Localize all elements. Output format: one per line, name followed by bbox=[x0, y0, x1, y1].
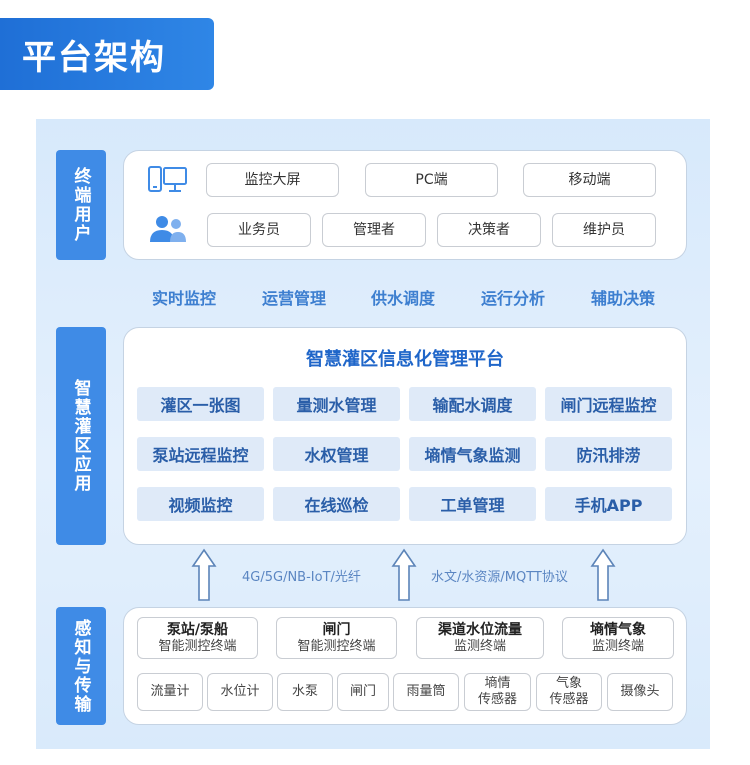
protocol-network: 4G/5G/NB-IoT/光纤 bbox=[242, 570, 361, 585]
device-flowmeter: 流量计 bbox=[137, 673, 203, 711]
device-rain-gauge: 雨量筒 bbox=[393, 673, 459, 711]
device-mobile: 移动端 bbox=[523, 163, 656, 197]
device-weather-sensor: 气象 传感器 bbox=[536, 673, 602, 711]
module-flood-drainage: 防汛排涝 bbox=[545, 437, 672, 471]
module-pump-station-monitoring: 泵站远程监控 bbox=[137, 437, 264, 471]
module-online-inspection: 在线巡检 bbox=[273, 487, 400, 521]
module-water-rights: 水权管理 bbox=[273, 437, 400, 471]
layer-label-application: 智慧灌区应用 bbox=[56, 327, 106, 545]
device-water-pump: 水泵 bbox=[277, 673, 333, 711]
role-manager: 管理者 bbox=[322, 213, 426, 247]
layer-label-terminal: 终端用户 bbox=[56, 150, 106, 260]
terminal-gate: 闸门 智能测控终端 bbox=[276, 617, 397, 659]
module-mobile-app: 手机APP bbox=[545, 487, 672, 521]
up-arrow-icon bbox=[191, 548, 217, 601]
capability-decision-support: 辅助决策 bbox=[591, 289, 656, 308]
device-soil-sensor: 墒情 传感器 bbox=[464, 673, 531, 711]
device-pc: PC端 bbox=[365, 163, 498, 197]
device-camera: 摄像头 bbox=[607, 673, 673, 711]
module-water-distribution: 输配水调度 bbox=[409, 387, 536, 421]
terminal-pump-station: 泵站/泵船 智能测控终端 bbox=[137, 617, 258, 659]
up-arrow-icon bbox=[391, 548, 417, 601]
protocol-data: 水文/水资源/MQTT协议 bbox=[431, 570, 568, 585]
module-work-orders: 工单管理 bbox=[409, 487, 536, 521]
capability-operation-management: 运营管理 bbox=[262, 289, 327, 308]
platform-title: 智慧灌区信息化管理平台 bbox=[306, 349, 504, 370]
devices-icon bbox=[148, 166, 187, 192]
capability-realtime-monitoring: 实时监控 bbox=[152, 289, 217, 308]
device-gate: 闸门 bbox=[337, 673, 389, 711]
page-title: 平台架构 bbox=[0, 18, 214, 90]
role-clerk: 业务员 bbox=[207, 213, 311, 247]
terminal-soil-weather: 墒情气象 监测终端 bbox=[562, 617, 674, 659]
terminal-channel-level-flow: 渠道水位流量 监测终端 bbox=[416, 617, 544, 659]
module-video-monitoring: 视频监控 bbox=[137, 487, 264, 521]
device-water-level-gauge: 水位计 bbox=[207, 673, 273, 711]
users-icon bbox=[150, 216, 186, 242]
module-gate-remote-monitoring: 闸门远程监控 bbox=[545, 387, 672, 421]
module-irrigation-map: 灌区一张图 bbox=[137, 387, 264, 421]
module-soil-weather-monitoring: 墒情气象监测 bbox=[409, 437, 536, 471]
layer-label-sensing: 感知与传输 bbox=[56, 607, 106, 725]
device-big-screen: 监控大屏 bbox=[206, 163, 339, 197]
role-maintainer: 维护员 bbox=[552, 213, 656, 247]
module-water-measurement: 量测水管理 bbox=[273, 387, 400, 421]
role-decision-maker: 决策者 bbox=[437, 213, 541, 247]
capability-operation-analysis: 运行分析 bbox=[481, 289, 546, 308]
up-arrow-icon bbox=[590, 548, 616, 601]
capability-water-dispatch: 供水调度 bbox=[371, 289, 436, 308]
